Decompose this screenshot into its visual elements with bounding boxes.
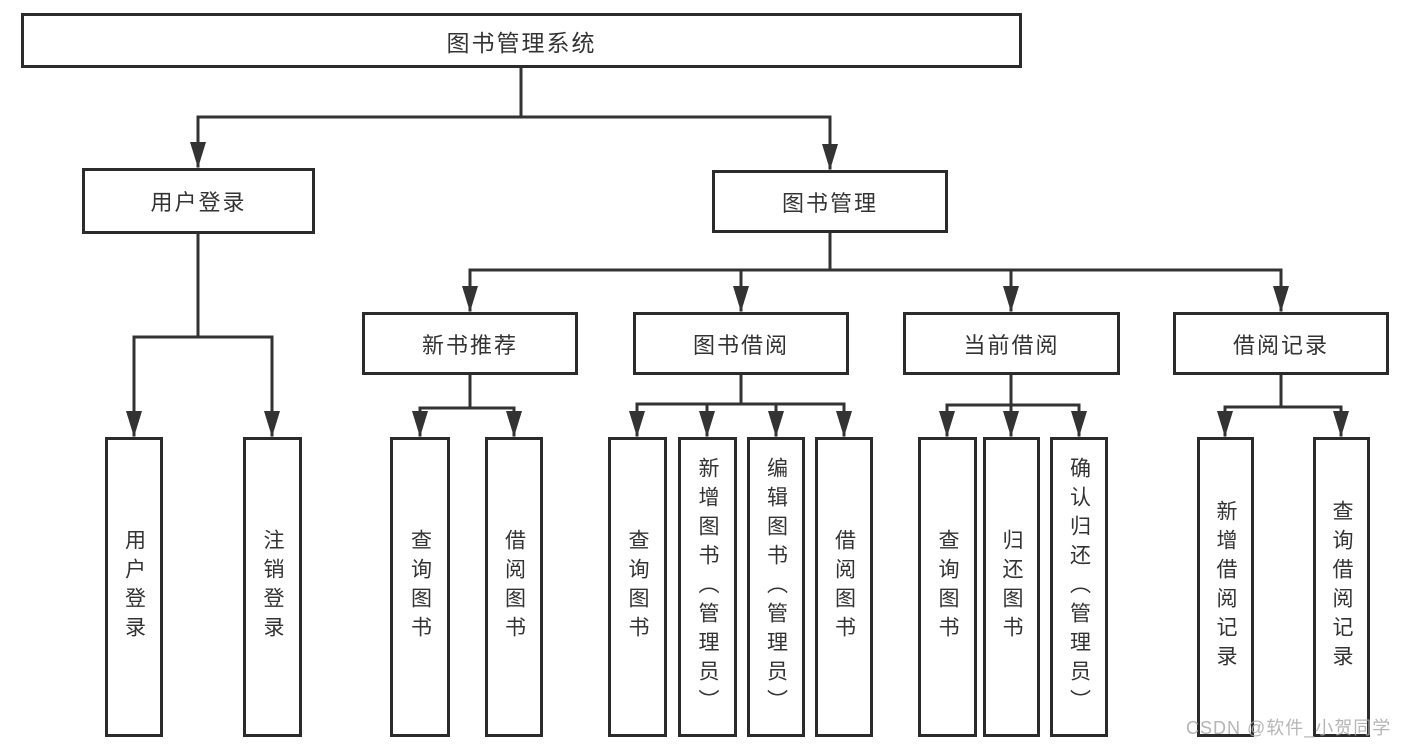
leaf-return-books: 归还图书 (983, 437, 1040, 737)
node-label: 编辑图书（管理员） (764, 456, 788, 718)
node-label: 借阅图书 (832, 529, 856, 645)
leaf-add-books-admin: 新增图书（管理员） (678, 437, 737, 737)
arrowheads (126, 142, 1349, 437)
leaf-query-books-recommend: 查询图书 (390, 437, 450, 737)
node-label: 新增借阅记录 (1214, 500, 1237, 674)
leaf-logout: 注销登录 (243, 437, 302, 737)
node-label: 查询借阅记录 (1330, 500, 1353, 674)
leaf-query-books-current: 查询图书 (918, 437, 977, 737)
leaf-add-borrow-record: 新增借阅记录 (1197, 437, 1254, 737)
node-label: 图书借阅 (692, 332, 789, 358)
node-book-borrowing: 图书借阅 (633, 312, 849, 375)
node-label: 新增图书（管理员） (696, 456, 719, 718)
watermark: CSDN @软件_小贺同学 (1186, 718, 1392, 738)
node-label: 借阅图书 (502, 529, 526, 645)
node-label: 图书管理 (781, 190, 878, 216)
node-label: 借阅记录 (1232, 332, 1329, 358)
node-label: 注销登录 (261, 529, 284, 645)
node-label: 查询图书 (936, 529, 959, 645)
leaf-edit-books-admin: 编辑图书（管理员） (747, 437, 805, 737)
node-book-management: 图书管理 (712, 170, 948, 233)
node-label: 查询图书 (626, 529, 649, 645)
node-new-book-recommendation: 新书推荐 (362, 312, 578, 375)
node-borrowing-records: 借阅记录 (1173, 312, 1389, 375)
node-label: 新书推荐 (421, 332, 518, 358)
node-label: 确认归还（管理员） (1067, 456, 1091, 718)
leaf-borrow-books-recommend: 借阅图书 (485, 437, 543, 737)
node-label: 用户登录 (122, 529, 146, 645)
node-label: 用户登录 (150, 190, 247, 215)
leaf-user-login: 用户登录 (105, 437, 163, 737)
leaf-query-borrow-record: 查询借阅记录 (1313, 437, 1370, 737)
node-label: 当前借阅 (963, 332, 1060, 358)
node-user-login: 用户登录 (82, 168, 315, 234)
node-label: 图书管理系统 (446, 29, 597, 56)
leaf-confirm-return-admin: 确认归还（管理员） (1050, 437, 1108, 737)
node-label: 查询图书 (408, 529, 432, 645)
node-label: 归还图书 (1000, 529, 1023, 645)
node-library-management-system: 图书管理系统 (21, 13, 1022, 68)
node-current-borrowing: 当前借阅 (903, 312, 1120, 375)
leaf-query-books-borrow: 查询图书 (608, 437, 667, 737)
leaf-borrow-books: 借阅图书 (815, 437, 873, 737)
